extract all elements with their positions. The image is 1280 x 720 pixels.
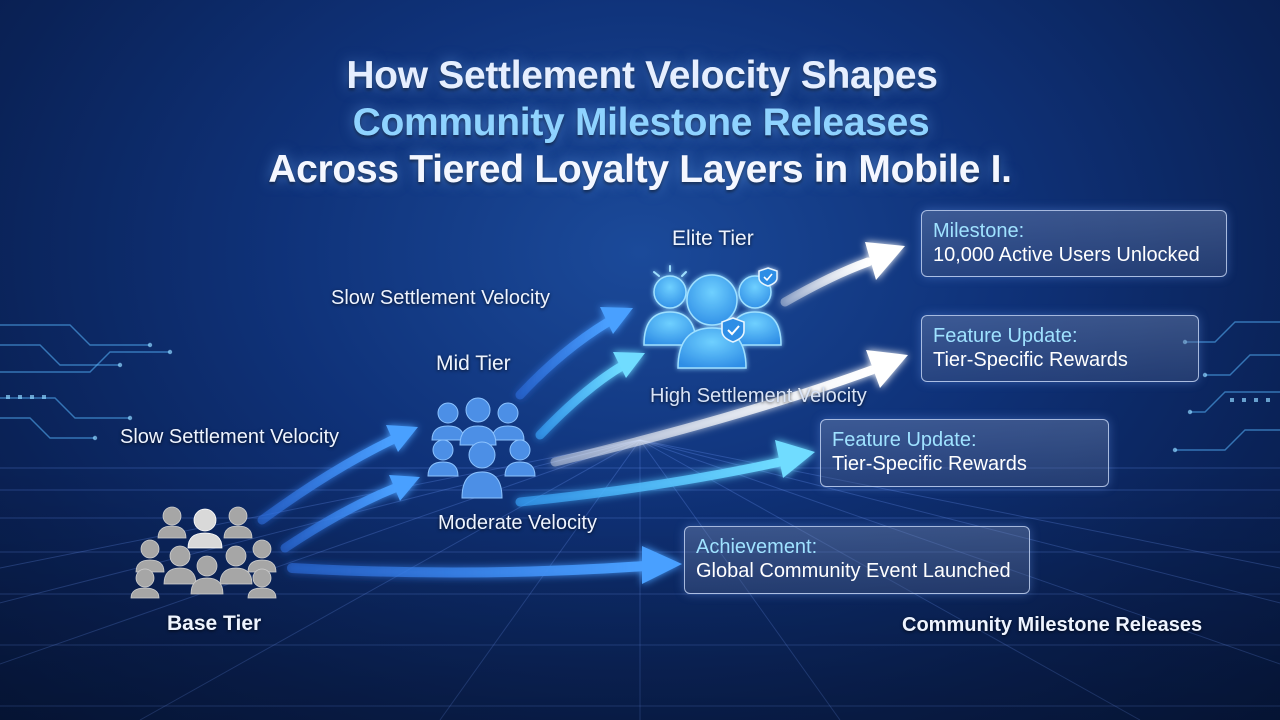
flow-label-slow-lower: Slow Settlement Velocity	[120, 426, 339, 448]
elite-tier-label: Elite Tier	[672, 227, 754, 250]
page-title: How Settlement Velocity Shapes Community…	[0, 52, 1280, 193]
title-line-1: How Settlement Velocity Shapes	[346, 54, 938, 97]
card-body: 10,000 Active Users Unlocked	[933, 244, 1200, 266]
circuit-traces-left	[0, 324, 170, 439]
feature-card-lower: Feature Update: Tier-Specific Rewards	[820, 419, 1109, 487]
arrow-mid-to-feature-lower	[515, 440, 815, 507]
arrow-mid-to-elite-lower	[535, 352, 645, 440]
footer-caption: Community Milestone Releases	[902, 614, 1203, 636]
circuit-traces-right	[1175, 321, 1280, 451]
flow-arrows	[257, 242, 908, 584]
arrow-base-to-achievement	[287, 546, 682, 584]
circuit-dots-left	[6, 342, 173, 441]
base-tier-icon	[130, 506, 277, 599]
card-body: Global Community Event Launched	[696, 560, 1011, 582]
flow-label-high: High Settlement Velocity	[650, 385, 867, 407]
arrow-base-to-mid-lower	[280, 475, 420, 553]
card-body: Tier-Specific Rewards	[832, 453, 1027, 475]
card-heading: Feature Update:	[933, 325, 1078, 347]
card-heading: Achievement:	[696, 536, 818, 558]
feature-card-upper: Feature Update: Tier-Specific Rewards	[921, 315, 1199, 382]
card-heading: Feature Update:	[832, 429, 977, 451]
base-tier-label: Base Tier	[167, 612, 262, 635]
mid-tier-icon	[427, 397, 536, 499]
arrow-mid-to-feature-upper	[550, 350, 908, 467]
title-line-2: Community Milestone Releases	[352, 101, 930, 144]
elite-tier-icon	[643, 265, 782, 369]
achievement-card: Achievement: Global Community Event Laun…	[684, 526, 1030, 594]
mid-tier-label: Mid Tier	[436, 352, 511, 375]
milestone-card-active-users: Milestone: 10,000 Active Users Unlocked	[921, 210, 1227, 277]
flow-label-moderate: Moderate Velocity	[438, 512, 597, 534]
arrow-mid-to-elite-upper	[515, 307, 633, 400]
title-line-3: Across Tiered Loyalty Layers in Mobile I…	[268, 148, 1012, 191]
base-tier-leader-icon	[187, 508, 223, 549]
arrow-elite-to-milestone	[780, 242, 905, 307]
flow-label-slow-upper: Slow Settlement Velocity	[331, 287, 550, 309]
arrow-base-to-mid-upper	[257, 425, 418, 525]
circuit-dots-right	[1172, 339, 1270, 453]
card-body: Tier-Specific Rewards	[933, 349, 1128, 371]
card-heading: Milestone:	[933, 220, 1025, 242]
